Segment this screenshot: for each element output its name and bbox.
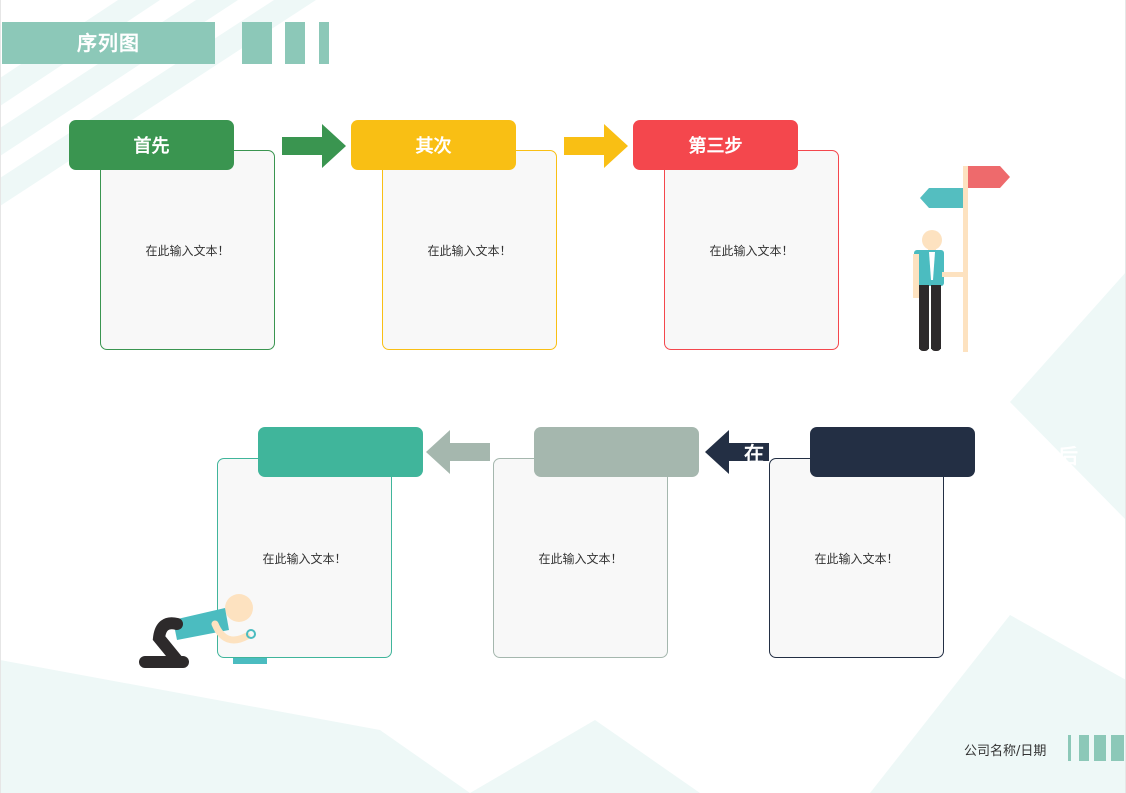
step-header-3: 第三步	[633, 120, 798, 170]
footer-deco-bar-2	[1079, 735, 1089, 761]
step-header-6	[258, 427, 423, 477]
person-magnifier-icon	[139, 594, 267, 668]
footer-company-date: 公司名称/日期	[964, 744, 1047, 759]
step-text-4: 在此输入文本！	[814, 551, 899, 566]
step-box-2[interactable]: 在此输入文本！	[382, 150, 557, 350]
arrow-left-icon	[705, 430, 769, 474]
title-deco-bar-1	[242, 22, 272, 64]
title-deco-bar-2	[285, 22, 305, 64]
title-deco-bar-3	[319, 22, 329, 64]
page-title: 序列图	[2, 22, 215, 64]
overflow-text-left: 在	[744, 442, 764, 466]
step-header-2: 其次	[351, 120, 516, 170]
person-signpost-icon	[913, 166, 1010, 352]
step-box-3[interactable]: 在此输入文本！	[664, 150, 839, 350]
step-box-1[interactable]: 在此输入文本！	[100, 150, 275, 350]
step-text-2: 在此输入文本！	[427, 243, 512, 258]
overflow-text-right: 后	[1058, 444, 1078, 468]
step-header-4	[810, 427, 975, 477]
step-header-5	[534, 427, 699, 477]
step-label-3: 第三步	[688, 136, 743, 157]
step-label-2: 其次	[415, 136, 452, 157]
footer-deco-bar-1	[1068, 735, 1071, 761]
footer-deco-bar-3	[1094, 735, 1106, 761]
step-text-1: 在此输入文本！	[145, 243, 230, 258]
step-text-6: 在此输入文本！	[262, 551, 347, 566]
footer-deco-bar-4	[1111, 735, 1124, 761]
arrow-right-icon	[282, 124, 346, 168]
step-box-6[interactable]: 在此输入文本！	[217, 458, 392, 658]
step-header-1: 首先	[69, 120, 234, 170]
step-text-3: 在此输入文本！	[709, 243, 794, 258]
step-text-5: 在此输入文本！	[538, 551, 623, 566]
step-label-1: 首先	[133, 136, 170, 157]
step-box-4[interactable]: 在此输入文本！	[769, 458, 944, 658]
arrow-left-icon	[426, 430, 490, 474]
arrow-right-icon	[564, 124, 628, 168]
step-box-5[interactable]: 在此输入文本！	[493, 458, 668, 658]
